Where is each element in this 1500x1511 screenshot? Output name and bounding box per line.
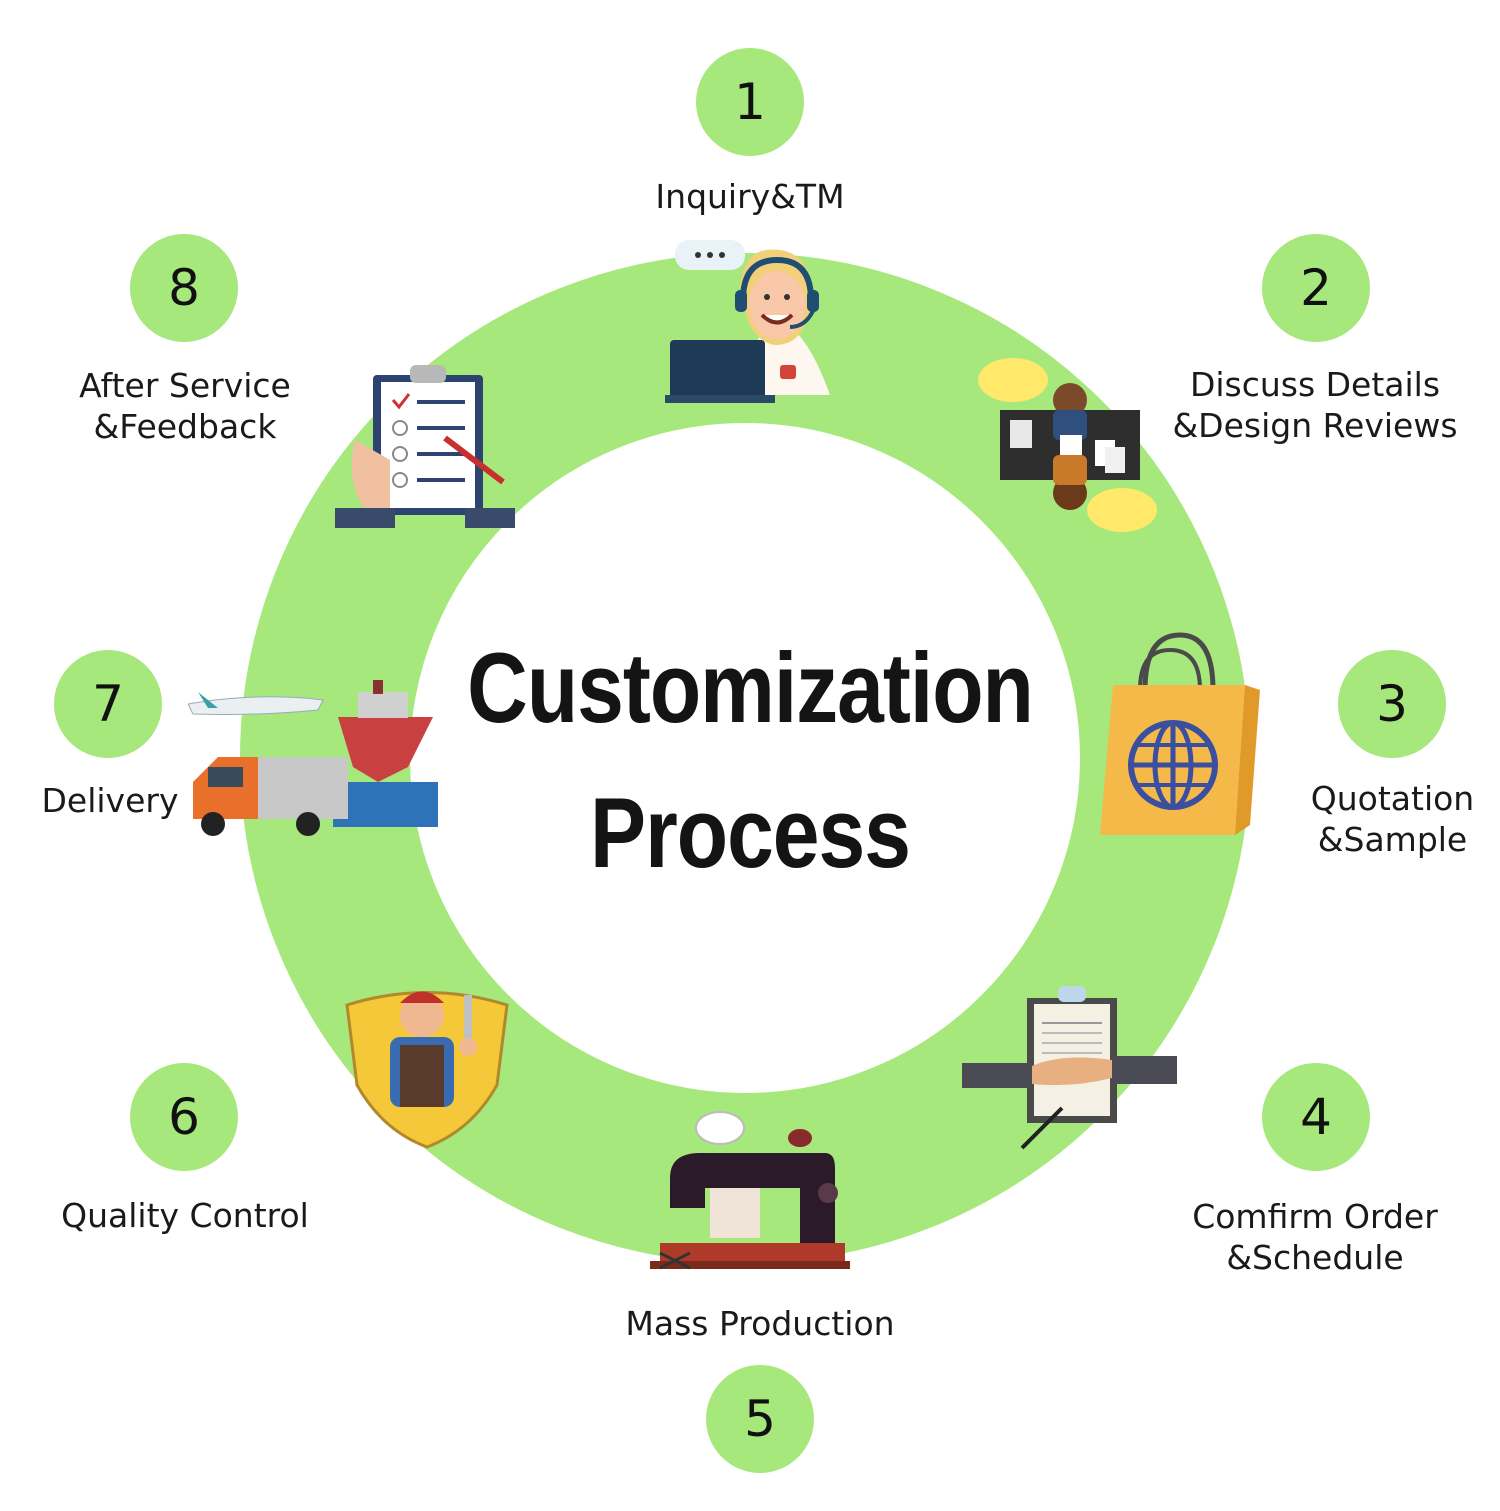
step-8-badge: 8: [130, 234, 238, 342]
step-3-label-line1: Quotation: [1310, 779, 1475, 818]
step-8-label-line2: &Feedback: [93, 407, 277, 446]
meeting-table-icon: [978, 358, 1157, 532]
step-6-label-line1: Quality Control: [61, 1196, 309, 1235]
step-4-label-line2: &Schedule: [1226, 1238, 1404, 1277]
step-5-label: Mass Production: [580, 1303, 940, 1344]
shopping-bag-globe-icon: [1100, 632, 1260, 835]
step-4-badge: 4: [1262, 1063, 1370, 1171]
step-3-label: Quotation &Sample: [1280, 778, 1500, 860]
step-1-label-line1: Inquiry&TM: [655, 177, 845, 216]
step-7-label: Delivery: [20, 780, 200, 821]
step-8-label: After Service &Feedback: [40, 365, 330, 447]
step-2-label: Discuss Details &Design Reviews: [1130, 364, 1500, 446]
step-7-label-line1: Delivery: [41, 781, 179, 820]
step-2-badge: 2: [1262, 234, 1370, 342]
step-3-label-line2: &Sample: [1317, 820, 1468, 859]
truck-ship-plane-icon: [188, 680, 438, 836]
step-7-badge: 7: [54, 650, 162, 758]
diagram-title-line1: Customization: [467, 632, 1034, 744]
step-5-badge: 5: [706, 1365, 814, 1473]
step-8-label-line1: After Service: [79, 366, 291, 405]
step-1-badge: 1: [696, 48, 804, 156]
step-5-label-line1: Mass Production: [625, 1304, 895, 1343]
step-4-label: Comfirm Order &Schedule: [1140, 1196, 1490, 1278]
sewing-machine-icon: [650, 1111, 850, 1270]
customer-service-agent-icon: [665, 240, 830, 403]
clipboard-checklist-icon: [335, 365, 515, 528]
step-4-label-line1: Comfirm Order: [1192, 1197, 1438, 1236]
step-2-label-line1: Discuss Details: [1189, 365, 1441, 404]
contract-handshake-icon: [962, 986, 1177, 1150]
mechanic-badge-icon: [345, 991, 509, 1149]
step-6-label: Quality Control: [30, 1195, 340, 1236]
step-3-badge: 3: [1338, 650, 1446, 758]
step-6-badge: 6: [130, 1063, 238, 1171]
step-2-label-line2: &Design Reviews: [1172, 406, 1458, 445]
diagram-title-line2: Process: [590, 777, 911, 889]
step-1-label: Inquiry&TM: [600, 176, 900, 217]
